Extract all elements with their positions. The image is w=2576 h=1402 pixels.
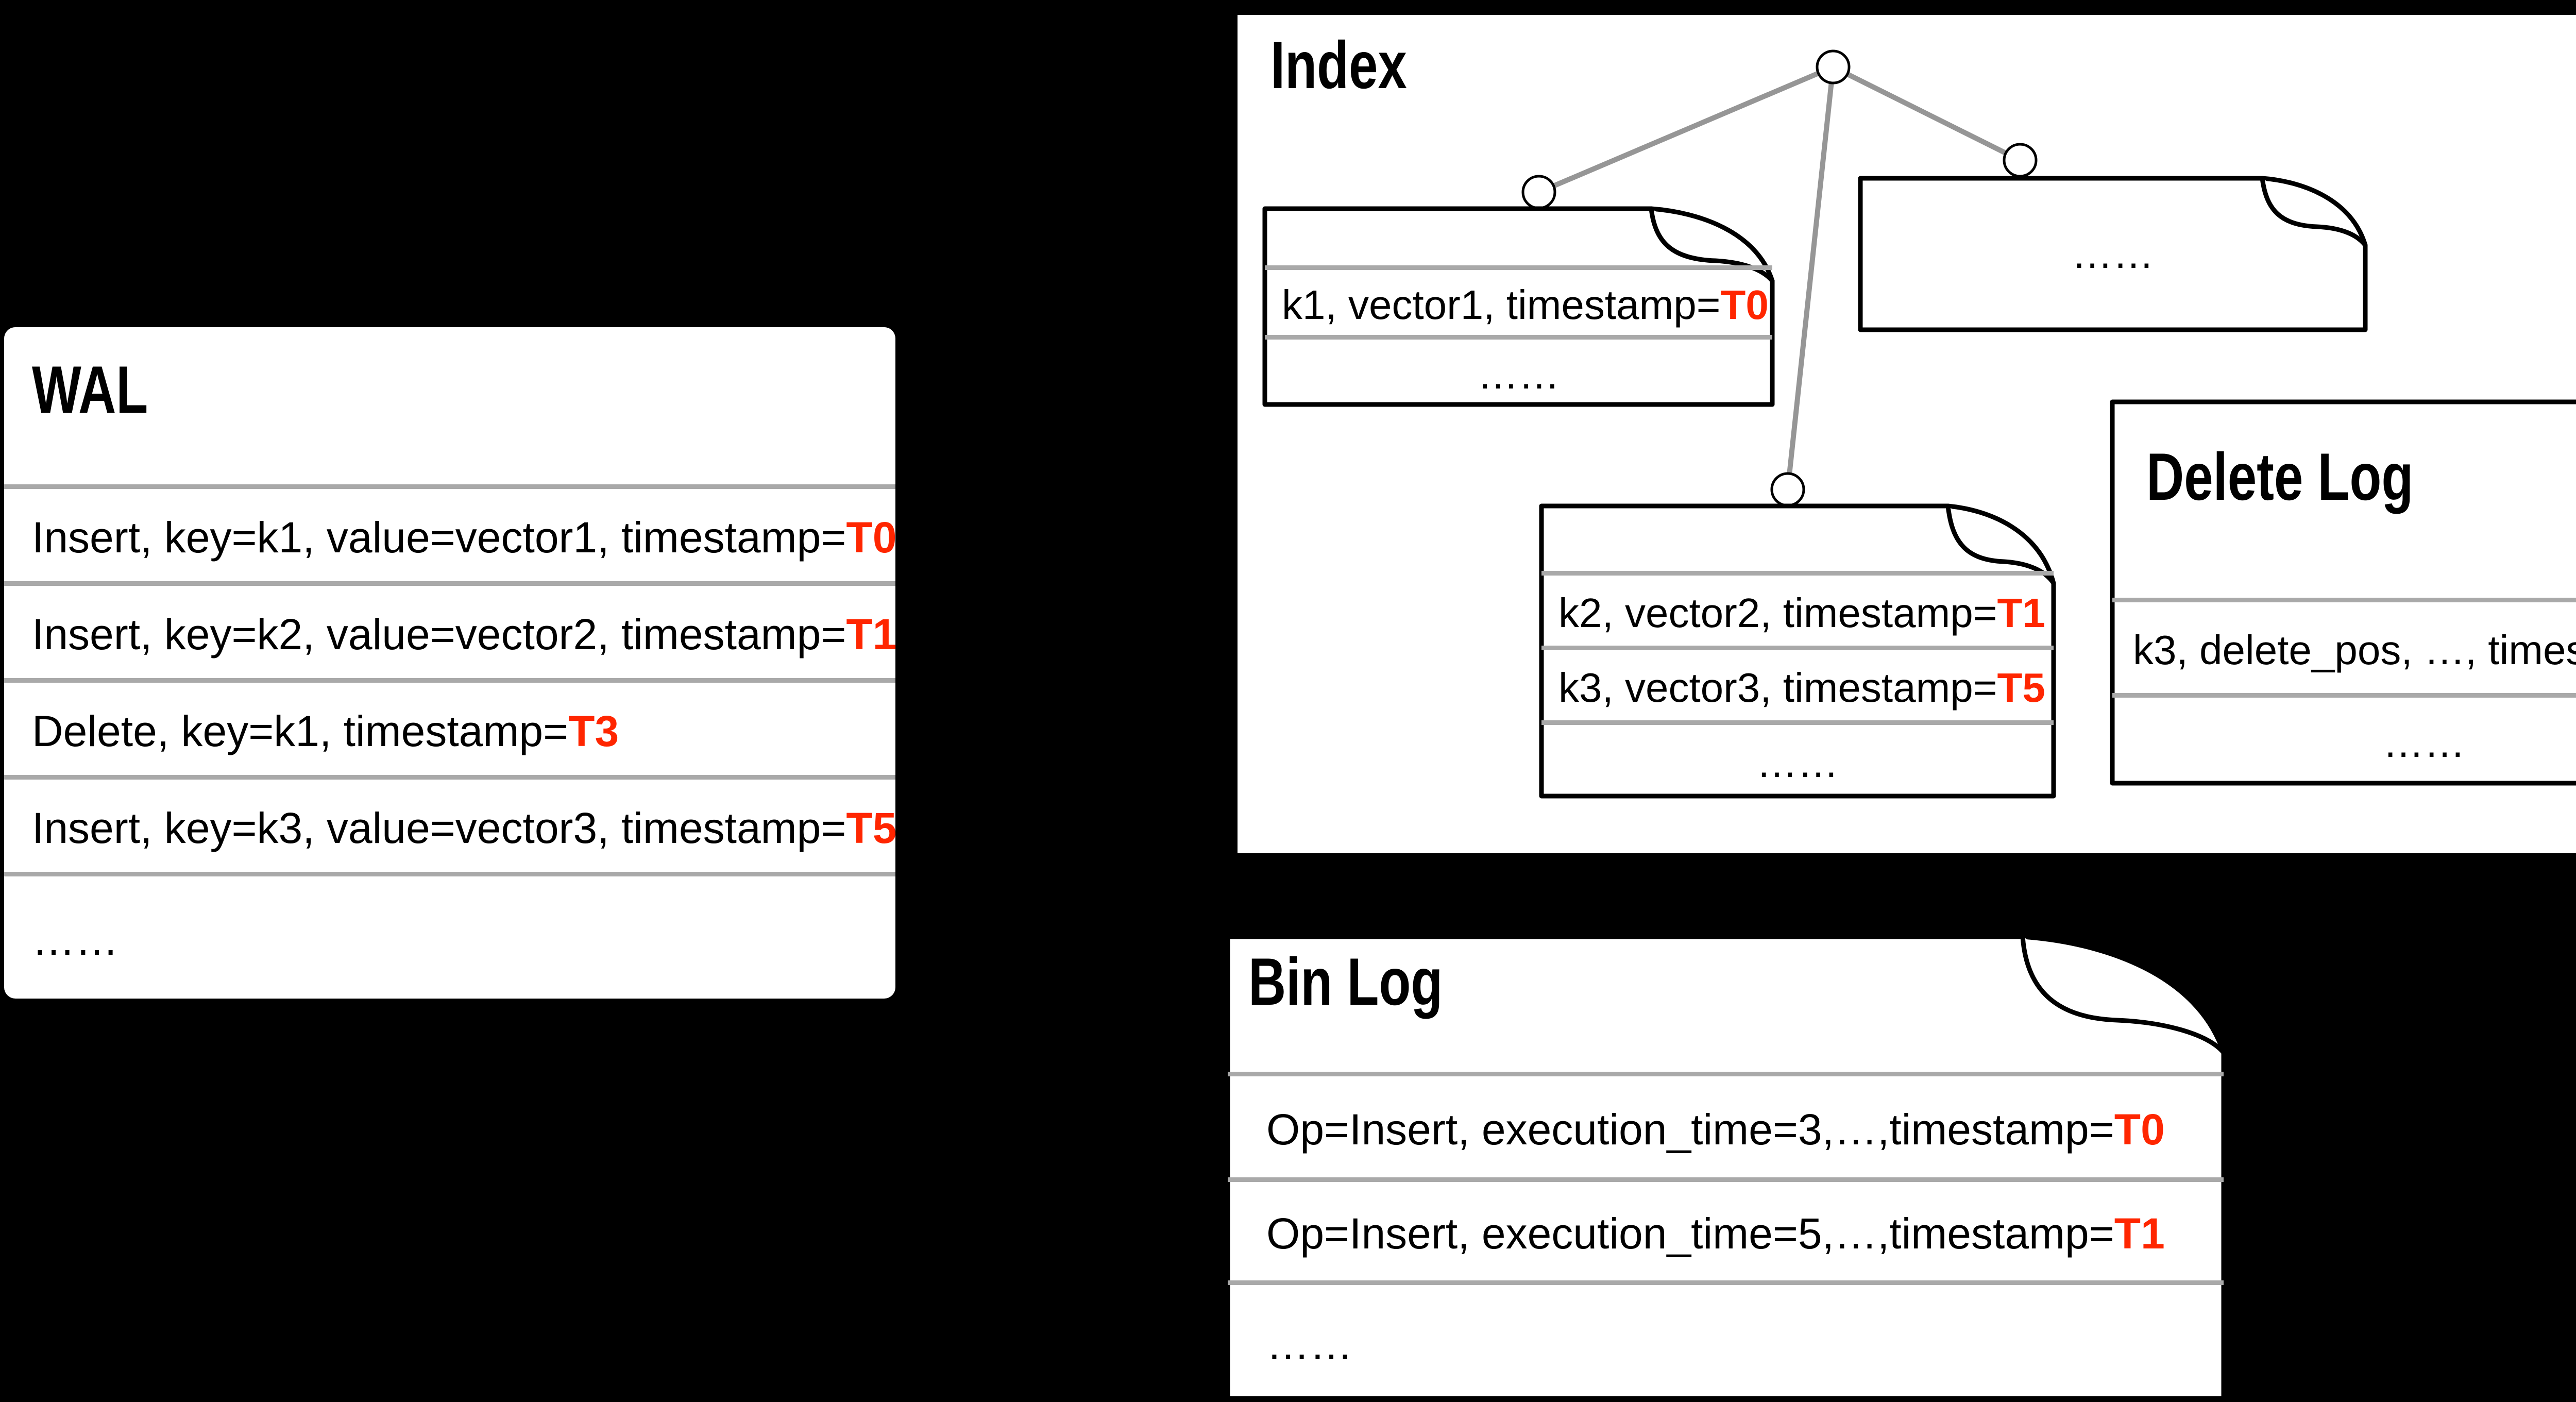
doc-row-text: k2, vector2, timestamp= <box>1558 589 1997 636</box>
segment-doc-k1: k1, vector1, timestamp=T0 …… <box>1262 206 1775 407</box>
doc-row: Op=Insert, execution_time=5,…,timestamp=… <box>1228 1177 2224 1285</box>
wal-row: Insert, key=k2, value=vector2, timestamp… <box>4 581 897 683</box>
ellipsis-text: …… <box>1266 1320 1353 1369</box>
bin-log-title: Bin Log <box>1248 944 1443 1019</box>
doc-row-ellipsis: …… <box>1228 1280 2224 1402</box>
delete-log-title: Delete Log <box>2146 439 2414 514</box>
wal-row-text: Insert, key=k2, value=vector2, timestamp… <box>32 610 846 658</box>
timestamp-value: T0 <box>846 513 897 562</box>
ellipsis-text: …… <box>1756 739 1839 786</box>
bin-log-doc: Bin Log Op=Insert, execution_time=3,…,ti… <box>1225 934 2226 1401</box>
wal-row: Insert, key=k1, value=vector1, timestamp… <box>4 484 897 586</box>
doc-row-ellipsis: …… <box>1860 178 2365 330</box>
document-shape <box>2110 399 2576 786</box>
ellipsis-text: …… <box>1477 351 1560 397</box>
wal-panel: WAL Insert, key=k1, value=vector1, times… <box>4 327 897 999</box>
wal-row-ellipsis: …… <box>4 872 895 1003</box>
timestamp-value: T5 <box>846 804 897 852</box>
doc-row: k3, delete_pos, …, timestamp=T3 <box>2112 598 2576 698</box>
doc-row: k2, vector2, timestamp=T1 <box>1541 571 2054 650</box>
folded-corner <box>1649 206 1775 283</box>
segment-doc-more: …… <box>1858 176 2368 332</box>
wal-row-text: Insert, key=k3, value=vector3, timestamp… <box>32 804 846 852</box>
segment-doc-k2-k3: k2, vector2, timestamp=T1 k3, vector3, t… <box>1539 503 2056 799</box>
doc-row: k3, vector3, timestamp=T5 <box>1541 646 2054 725</box>
timestamp-value: T5 <box>1997 664 2045 711</box>
doc-row-ellipsis: …… <box>1541 720 2054 801</box>
ellipsis-text: …… <box>2383 719 2465 766</box>
doc-row-text: k3, delete_pos, …, timestamp= <box>2133 627 2576 673</box>
wal-row-text: Delete, key=k1, timestamp= <box>32 707 569 755</box>
doc-row-ellipsis: …… <box>2112 693 2576 788</box>
timestamp-value: T1 <box>1997 589 2045 636</box>
ellipsis-text: …… <box>32 916 118 964</box>
timestamp-value: T0 <box>1720 281 1769 328</box>
timestamp-value: T0 <box>2114 1105 2165 1154</box>
wal-title: WAL <box>32 352 148 427</box>
ellipsis-text: …… <box>2072 231 2154 277</box>
doc-row-text: Op=Insert, execution_time=3,…,timestamp= <box>1266 1105 2114 1154</box>
doc-row-ellipsis: …… <box>1265 335 1772 409</box>
delete-log-doc: Delete Log k3, delete_pos, …, timestamp=… <box>2110 399 2576 786</box>
doc-row-text: Op=Insert, execution_time=5,…,timestamp= <box>1266 1209 2114 1258</box>
timestamp-value: T1 <box>2114 1209 2165 1258</box>
doc-row: Op=Insert, execution_time=3,…,timestamp=… <box>1228 1072 2224 1182</box>
timestamp-value: T3 <box>568 707 619 755</box>
folded-corner <box>2020 934 2226 1055</box>
folded-corner <box>2260 176 2368 248</box>
doc-row: k1, vector1, timestamp=T0 <box>1265 265 1772 340</box>
wal-row: Insert, key=k3, value=vector3, timestamp… <box>4 775 897 876</box>
index-title: Index <box>1270 27 1407 103</box>
doc-row-text: k3, vector3, timestamp= <box>1558 664 1997 711</box>
doc-row-text: k1, vector1, timestamp= <box>1282 281 1721 328</box>
wal-row: Delete, key=k1, timestamp=T3 <box>4 678 895 780</box>
timestamp-value: T1 <box>846 610 897 658</box>
wal-row-text: Insert, key=k1, value=vector1, timestamp… <box>32 513 846 562</box>
